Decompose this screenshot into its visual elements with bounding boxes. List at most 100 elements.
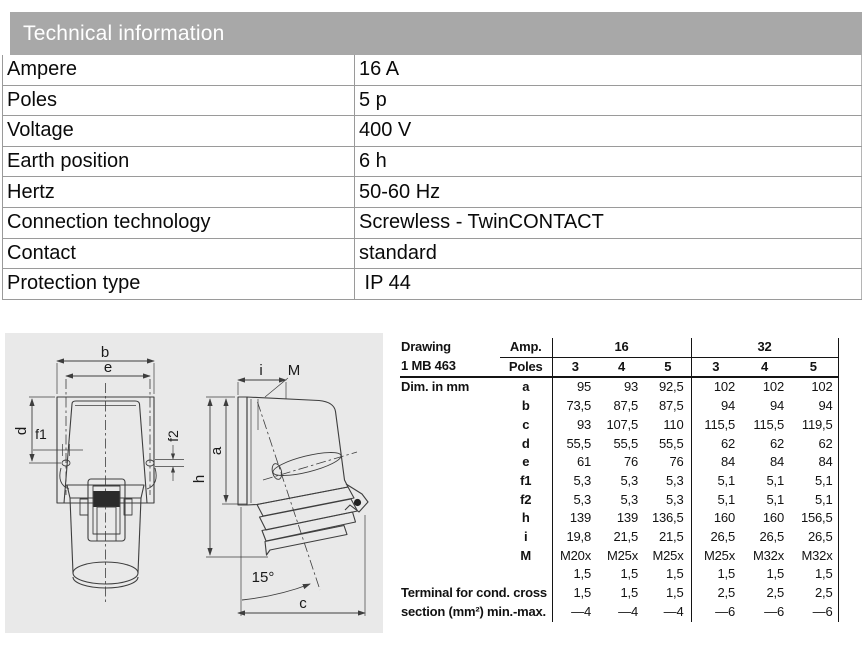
dim-letter: M xyxy=(520,547,532,563)
dim-value: 1,5 xyxy=(551,565,598,585)
dim-value: 62 xyxy=(789,434,839,454)
dim-value: 139 xyxy=(551,509,598,529)
amp-header-row: Drawing Amp. 16 32 xyxy=(400,338,839,358)
dim-value: M25x xyxy=(690,546,740,566)
dim-value: 94 xyxy=(789,397,839,416)
poles-32-col: 5 xyxy=(789,357,839,379)
front-view: b e d f1 xyxy=(13,344,184,603)
dim-value: 102 xyxy=(762,379,784,395)
dim-value: 93 xyxy=(551,415,598,435)
dim-value: 5,3 xyxy=(551,471,598,491)
dim-value: 1,5 xyxy=(666,585,684,601)
dim-letter: f2 xyxy=(520,491,532,507)
dim-letter xyxy=(500,565,552,584)
dim-letter: a xyxy=(522,379,530,395)
dim-value: 115,5 xyxy=(690,415,740,435)
dim-row-b: b 73,5 87,5 87,5 94 94 94 xyxy=(400,397,839,416)
section-title: Technical information xyxy=(23,22,225,45)
dim-value: 110 xyxy=(663,416,684,432)
spec-label: Contact xyxy=(2,238,355,270)
dim-value: 1,5 xyxy=(690,565,740,585)
dimension-table-section: Drawing Amp. 16 32 1 MB 463 Poles 3 4 5 … xyxy=(400,338,839,622)
dim-value: 102 xyxy=(690,377,740,398)
poles-32-col: 4 xyxy=(740,357,789,379)
dim-row-label xyxy=(400,416,500,435)
dim-row-terminal-1: Terminal for cond. cross 1,5 1,5 1,5 2,5… xyxy=(400,584,839,603)
dim-value: 94 xyxy=(769,398,784,414)
spec-label: Earth position xyxy=(2,146,355,178)
dim-row-label xyxy=(400,509,500,528)
dim-value: 1,5 xyxy=(551,584,598,603)
dim-value: 62 xyxy=(769,435,784,451)
dim-value: 26,5 xyxy=(789,528,839,547)
dim-value: 1,5 xyxy=(789,565,839,585)
socket-axis xyxy=(257,401,321,591)
dim-value: 26,5 xyxy=(759,529,784,545)
dim-letter: e xyxy=(522,454,530,470)
section-header-bar: Technical information xyxy=(10,12,862,55)
dim-value: 5,1 xyxy=(690,471,740,491)
dim-value: 5,3 xyxy=(666,491,684,507)
dim-letter: c xyxy=(522,416,530,432)
housing-body xyxy=(63,400,148,504)
dim-row-label xyxy=(400,565,500,584)
hook-right xyxy=(146,467,157,490)
spring-clip xyxy=(344,483,369,513)
dim-row-label xyxy=(400,397,500,416)
dim-row-m2: 1,5 1,5 1,5 1,5 1,5 1,5 xyxy=(400,565,839,585)
dim-row-f2: f2 5,3 5,3 5,3 5,1 5,1 5,1 xyxy=(400,490,839,510)
dim-value: 5,1 xyxy=(766,491,785,507)
dim-value: 136,5 xyxy=(651,510,684,526)
hook-left xyxy=(59,467,70,490)
drawing-ref-code: 1 MB 463 xyxy=(400,357,500,379)
lid-front xyxy=(87,478,126,542)
amp-group-16: 16 xyxy=(551,338,691,358)
dim-letter: h xyxy=(521,510,530,526)
dim-value: M32x xyxy=(789,546,839,566)
dim-value: 21,5 xyxy=(658,529,684,545)
dim-letter: b xyxy=(521,398,530,414)
spec-value: standard xyxy=(354,238,862,270)
dim-value: 94 xyxy=(690,397,740,416)
latch-opening xyxy=(93,491,120,507)
poles-header-row: 1 MB 463 Poles 3 4 5 3 4 5 xyxy=(400,357,839,379)
dim-value: 84 xyxy=(690,453,740,472)
dim-label-b: b xyxy=(101,344,109,361)
dim-label-c: c xyxy=(299,595,307,612)
housing-side xyxy=(246,396,349,506)
dim-row-h: h 139 139 136,5 160 160 156,5 xyxy=(400,509,839,529)
dim-value: 21,5 xyxy=(613,529,638,545)
dim-value: 2,5 xyxy=(789,584,839,603)
dim-value: M20x xyxy=(551,546,598,566)
dim-value: 5,1 xyxy=(690,490,740,510)
poles-32-col: 3 xyxy=(690,357,740,379)
dim-label-h: h xyxy=(191,475,208,483)
dim-letter: f1 xyxy=(520,472,532,488)
latch-bar xyxy=(96,506,117,542)
dim-value: 55,5 xyxy=(613,435,638,451)
drawing-ref-label: Drawing xyxy=(401,339,451,355)
dim-value: M25x xyxy=(652,547,684,563)
dim-value: 62 xyxy=(690,434,740,454)
dim-value: M25x xyxy=(607,547,638,563)
cable-gland xyxy=(271,452,342,480)
dim-value: 160 xyxy=(762,510,784,526)
dim-label-e: e xyxy=(104,359,112,376)
dim-value: 139 xyxy=(616,510,638,526)
spec-value: 16 A xyxy=(354,55,862,86)
dim-value: 93 xyxy=(623,379,638,395)
spec-label: Ampere xyxy=(2,55,355,86)
dim-value: 5,3 xyxy=(551,490,598,510)
dim-value: —4 xyxy=(618,603,638,619)
dim-value: 55,5 xyxy=(551,434,598,454)
side-view: i M xyxy=(191,362,369,616)
dim-value: 95 xyxy=(551,377,598,398)
